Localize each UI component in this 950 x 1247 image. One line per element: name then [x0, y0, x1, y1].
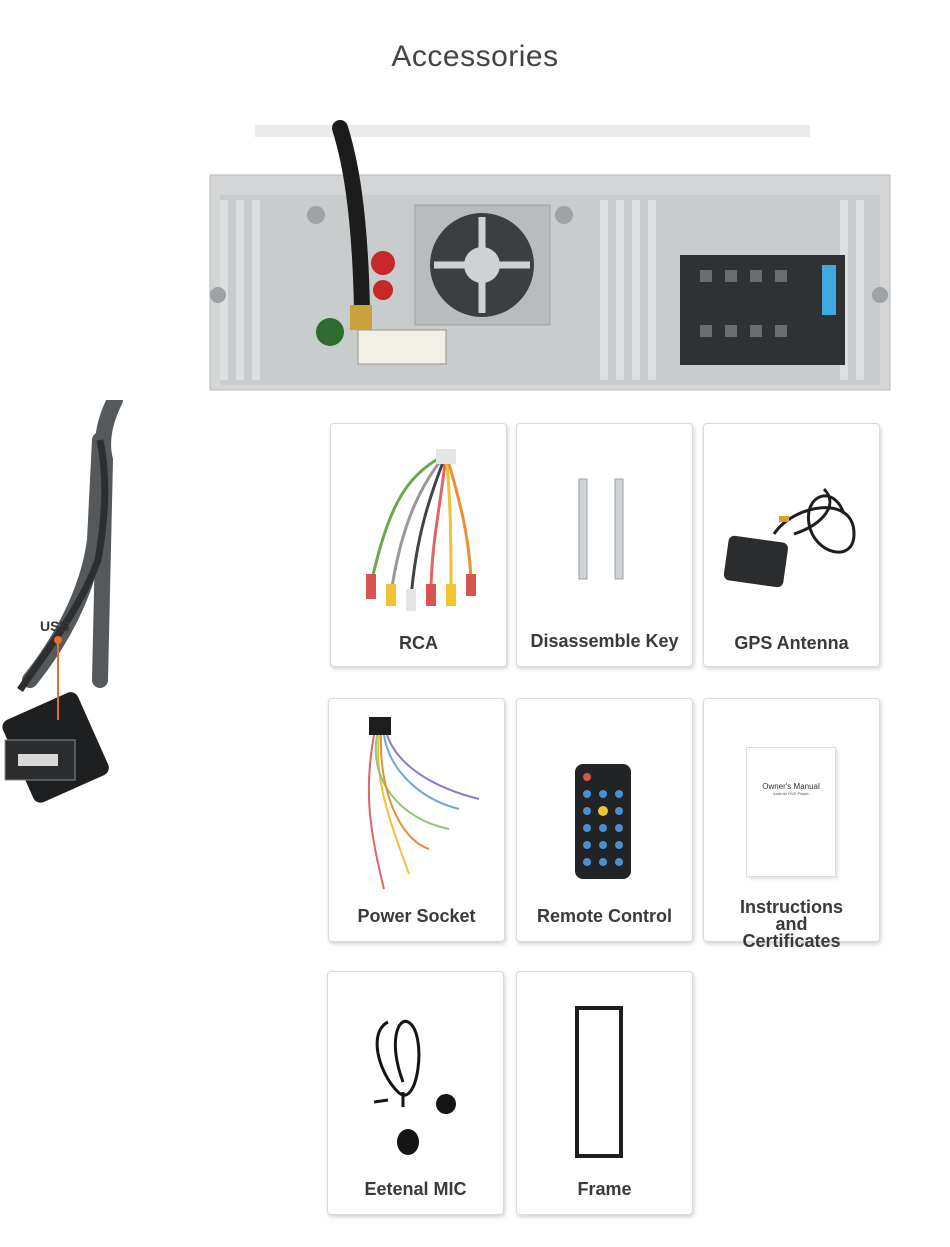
accessory-card-remote-control: Remote Control: [516, 698, 693, 942]
accessory-label: GPS Antenna: [734, 633, 849, 653]
accessory-card-power-socket: Power Socket: [328, 698, 505, 942]
microphone-image: [373, 1019, 456, 1155]
accessory-label: Eetenal MIC: [364, 1179, 467, 1199]
gps-antenna-image: [723, 487, 856, 588]
accessory-card-gps-antenna: GPS Antenna: [703, 423, 880, 667]
accessory-card-mic: Eetenal MIC: [327, 971, 504, 1215]
usb-callout-line: [54, 636, 62, 720]
accessory-label: Instructions and Certificates: [739, 897, 843, 951]
accessory-label: RCA: [399, 633, 438, 653]
power-socket-image: [367, 717, 480, 890]
accessory-label: Frame: [577, 1179, 632, 1199]
usb-label: USB: [40, 618, 70, 634]
usb-cable-image: [2, 400, 123, 803]
accessory-card-instructions: Owner's Manual Android DVD Player Instru…: [703, 698, 880, 950]
accessory-label: Power Socket: [357, 906, 476, 926]
accessory-label: Disassemble Key: [530, 631, 679, 651]
accessory-card-rca: RCA: [330, 423, 507, 667]
manual-subtitle: Android DVD Player: [773, 791, 809, 796]
frame-image: [575, 1006, 623, 1158]
accessory-card-frame: Frame: [516, 971, 693, 1215]
remote-control-image: [575, 764, 631, 879]
owners-manual-image: Owner's Manual Android DVD Player: [746, 747, 836, 877]
head-unit-rear-image: [209, 120, 891, 391]
accessory-label: Remote Control: [537, 906, 672, 926]
disassemble-key-image: [578, 478, 624, 580]
rca-cable-image: [366, 449, 476, 611]
manual-title: Owner's Manual: [762, 782, 820, 791]
accessory-card-disassemble-key: Disassemble Key: [516, 423, 693, 667]
page-title: Accessories: [391, 40, 559, 73]
